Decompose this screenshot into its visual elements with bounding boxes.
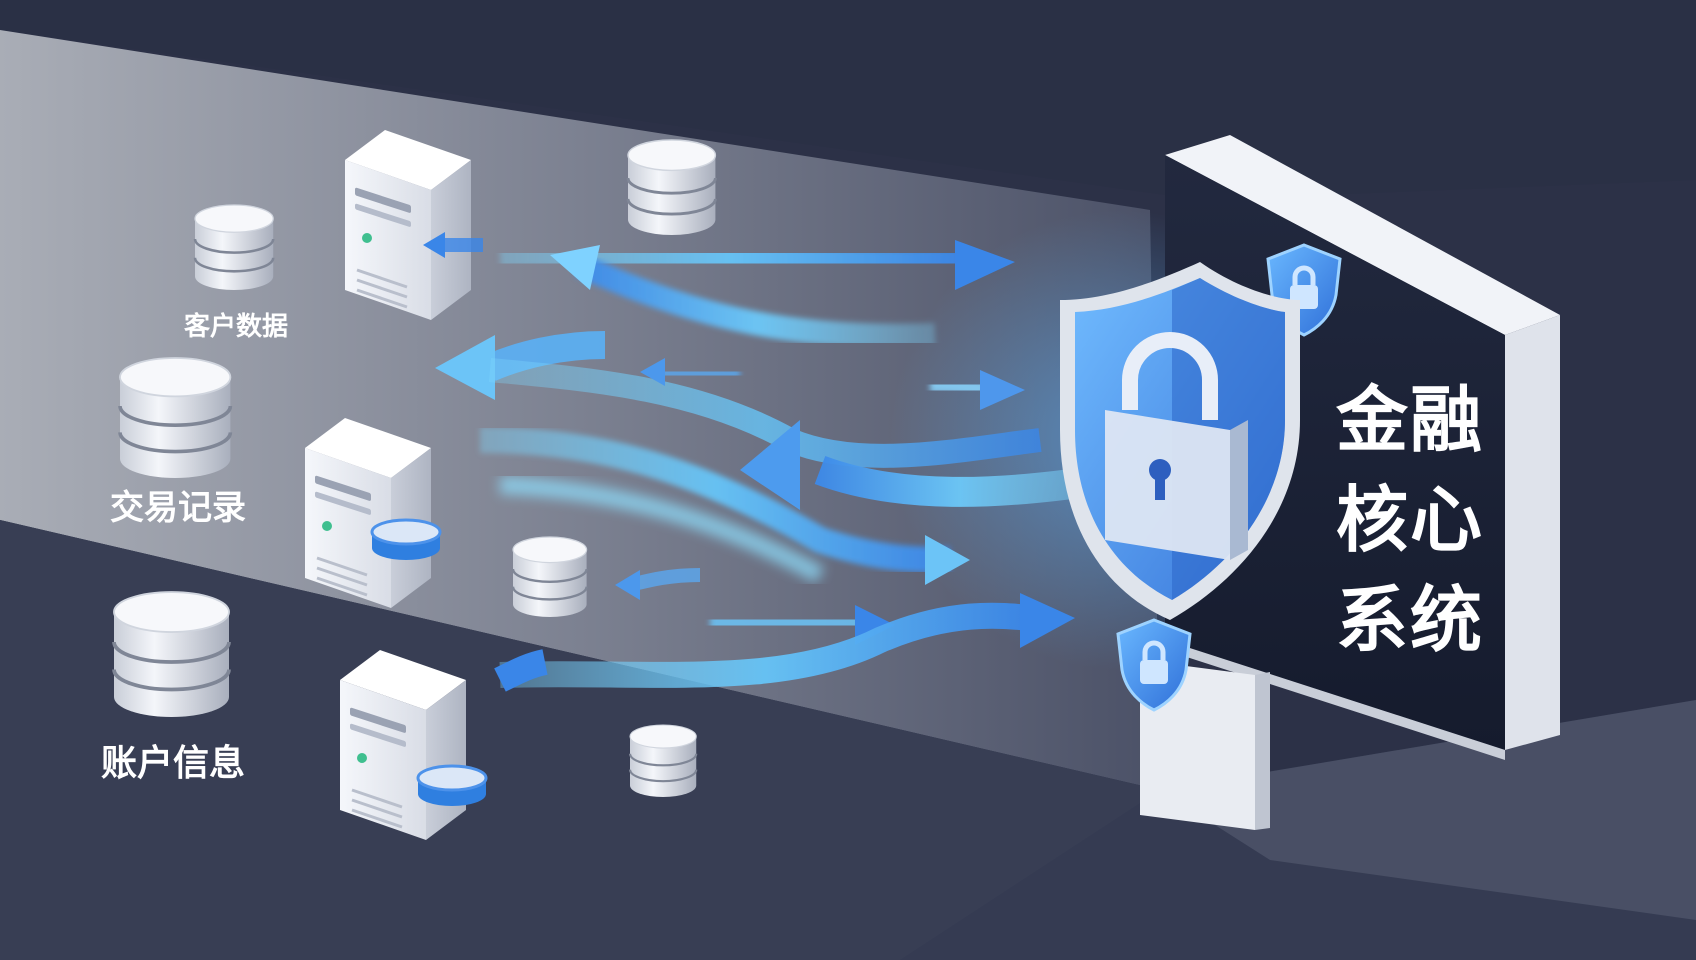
disc-icon-2 (416, 764, 488, 808)
database-icon-3 (112, 590, 231, 719)
database-icon-6 (628, 723, 698, 799)
label-customer-data: 客户数据 (184, 311, 288, 342)
arrow-icon (550, 245, 600, 290)
arrow-icon (1020, 593, 1075, 648)
database-icon-5 (511, 535, 588, 619)
shield-lock-icon-small-bottom (1116, 618, 1192, 712)
database-icon-1 (193, 203, 275, 292)
database-icon-2 (118, 356, 233, 480)
arrow-icon (980, 370, 1025, 410)
arrow-icon (955, 240, 1015, 290)
data-flow-arrows (435, 240, 1103, 692)
panel-title-line-2: 核心 (1336, 478, 1484, 562)
label-transaction-records: 交易记录 (110, 488, 246, 528)
panel-title-line-3: 系统 (1336, 578, 1484, 662)
label-account-info: 账户信息 (101, 743, 245, 784)
arrow-icon (740, 420, 800, 510)
panel-title-line-1: 金融 (1335, 378, 1484, 462)
light-band (0, 30, 1160, 790)
database-icon-4 (626, 138, 717, 237)
server-icon-3 (338, 648, 468, 842)
server-icon-2 (303, 416, 433, 610)
arrow-icon (435, 335, 495, 400)
server-icon-1 (343, 128, 483, 322)
padlock-icon (1105, 332, 1248, 560)
disc-icon-1 (370, 518, 442, 562)
